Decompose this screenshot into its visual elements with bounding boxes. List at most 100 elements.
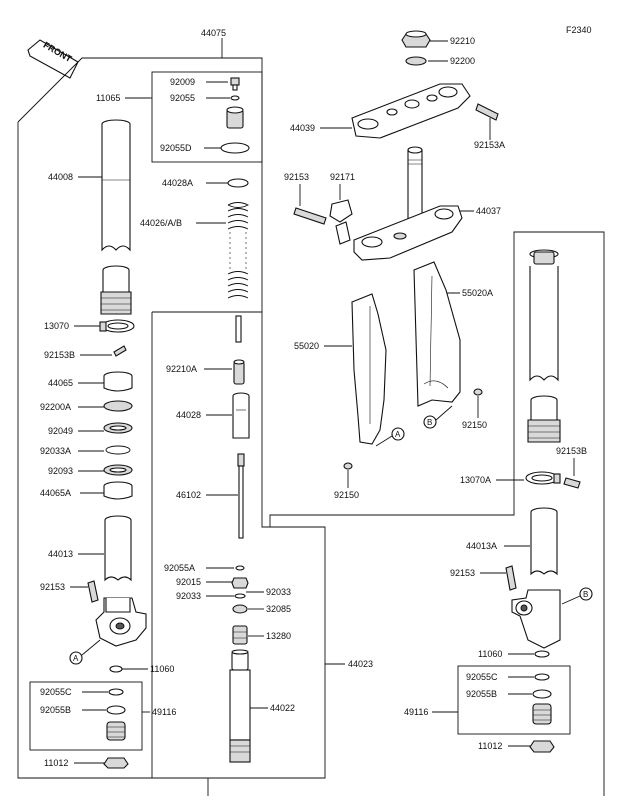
label-92033-right: 92033 [266,587,291,597]
right-fork-outline [269,231,605,796]
label-92153-top: 92153 [284,172,309,182]
label-92055A: 92055A [164,563,195,573]
fork-spring-icon [227,202,250,299]
stem-washer-icon [405,56,427,66]
circlip-icon [105,445,131,455]
washer-icon [103,400,133,412]
dust-wiper-icon [103,464,133,476]
stem-bolt-icon [293,207,327,225]
drain-washer-right-icon [534,650,550,658]
spring-seat-icon [227,178,249,188]
label-44037: 44037 [476,206,501,216]
label-11060-left: 11060 [150,664,174,674]
callout-b-right-text: B [583,590,588,599]
front-arrow-icon: FRONT [27,39,79,79]
callout-b-right [579,587,593,601]
drain-washer-icon [109,665,123,673]
label-92033-center: 92033 [176,591,201,601]
base-valve-left-icon [106,721,126,741]
label-92009: 92009 [170,77,195,87]
oil-seal-icon [103,422,133,434]
inner-tube-icon [104,515,132,582]
label-92049: 92049 [48,426,73,436]
push-rod-icon [235,315,242,343]
label-32085: 32085 [266,604,291,614]
label-49116-right: 49116 [404,707,428,717]
label-44013: 44013 [48,549,73,559]
inner-tube-right-icon [530,507,558,576]
callout-a-left-text: A [73,654,79,663]
label-92055C-left: 92055C [40,687,72,697]
label-92200A: 92200A [40,402,71,412]
label-11060-right: 11060 [478,649,502,659]
piston-rod-holder-icon [232,392,250,439]
piston-icon [232,625,248,645]
fork-guard-icon [351,293,387,445]
label-92200: 92200 [450,56,475,66]
outer-tube-right-icon [529,249,559,382]
piston-ring-icon [232,604,248,614]
left-fork-outline [17,122,209,796]
label-92153A: 92153A [474,140,505,150]
label-92055D: 92055D [160,143,192,153]
label-49116-left: 49116 [152,707,176,717]
label-92153B-right: 92153B [556,446,587,456]
stem-nut-icon [401,30,431,48]
label-13280: 13280 [266,631,291,641]
fork-clamp-right-icon [525,471,561,485]
upper-clamp-bolt-icon [475,103,499,121]
label-92153-left: 92153 [40,582,65,592]
label-92055C-right: 92055C [466,672,498,682]
nut-a-icon [233,359,245,385]
cartridge-outline [152,311,326,779]
gasket-right-icon [529,740,555,753]
axle-bracket-right-icon [505,565,561,649]
label-92210A: 92210A [166,364,197,374]
bushing-icon [103,371,133,392]
label-92210: 92210 [450,36,475,46]
label-44075: 44075 [201,28,226,38]
label-92055B-right: 92055B [466,689,497,699]
label-92093: 92093 [48,466,73,476]
label-44022: 44022 [270,703,295,713]
right-bolt-group-box [457,665,571,735]
label-44065A: 44065A [40,488,71,498]
base-valve-right-icon [532,703,552,725]
label-44026AB: 44026/A/B [140,218,182,228]
label-92055: 92055 [170,93,195,103]
dust-seal-right-icon [527,395,561,443]
damper-rod-icon [237,453,245,539]
label-44039: 44039 [290,123,315,133]
label-55020A: 55020A [462,288,493,298]
nut-icon [231,577,249,589]
left-bolt-group-box [29,681,143,751]
label-44013A: 44013A [466,541,497,551]
clamp-bolt-icon [113,345,127,357]
callout-b-center-text: B [427,418,432,427]
guard-bolt-right-icon [473,388,483,396]
label-46102: 46102 [176,490,201,500]
label-92171: 92171 [330,172,355,182]
label-55020: 55020 [294,341,319,351]
label-92033A: 92033A [40,446,71,456]
cap-group-box [151,71,263,163]
label-92153B-left: 92153B [44,350,75,360]
cable-clamp-icon [329,199,353,245]
callout-a-center-text: A [395,430,401,439]
label-44023: 44023 [348,659,373,669]
label-44028: 44028 [176,410,201,420]
label-92153-right: 92153 [450,568,475,578]
label-13070: 13070 [44,321,69,331]
label-44065: 44065 [48,378,73,388]
outer-tube-icon [101,119,131,252]
label-13070A: 13070A [460,475,491,485]
label-11012-right: 11012 [478,741,502,751]
guard-bolt-left-icon [343,462,353,470]
fork-guard-a-icon [413,261,461,407]
label-92015: 92015 [176,577,201,587]
callout-a-center [391,427,405,441]
cartridge-cylinder-icon [229,649,251,763]
axle-bracket-icon [87,580,147,647]
callout-a-left [69,651,83,665]
